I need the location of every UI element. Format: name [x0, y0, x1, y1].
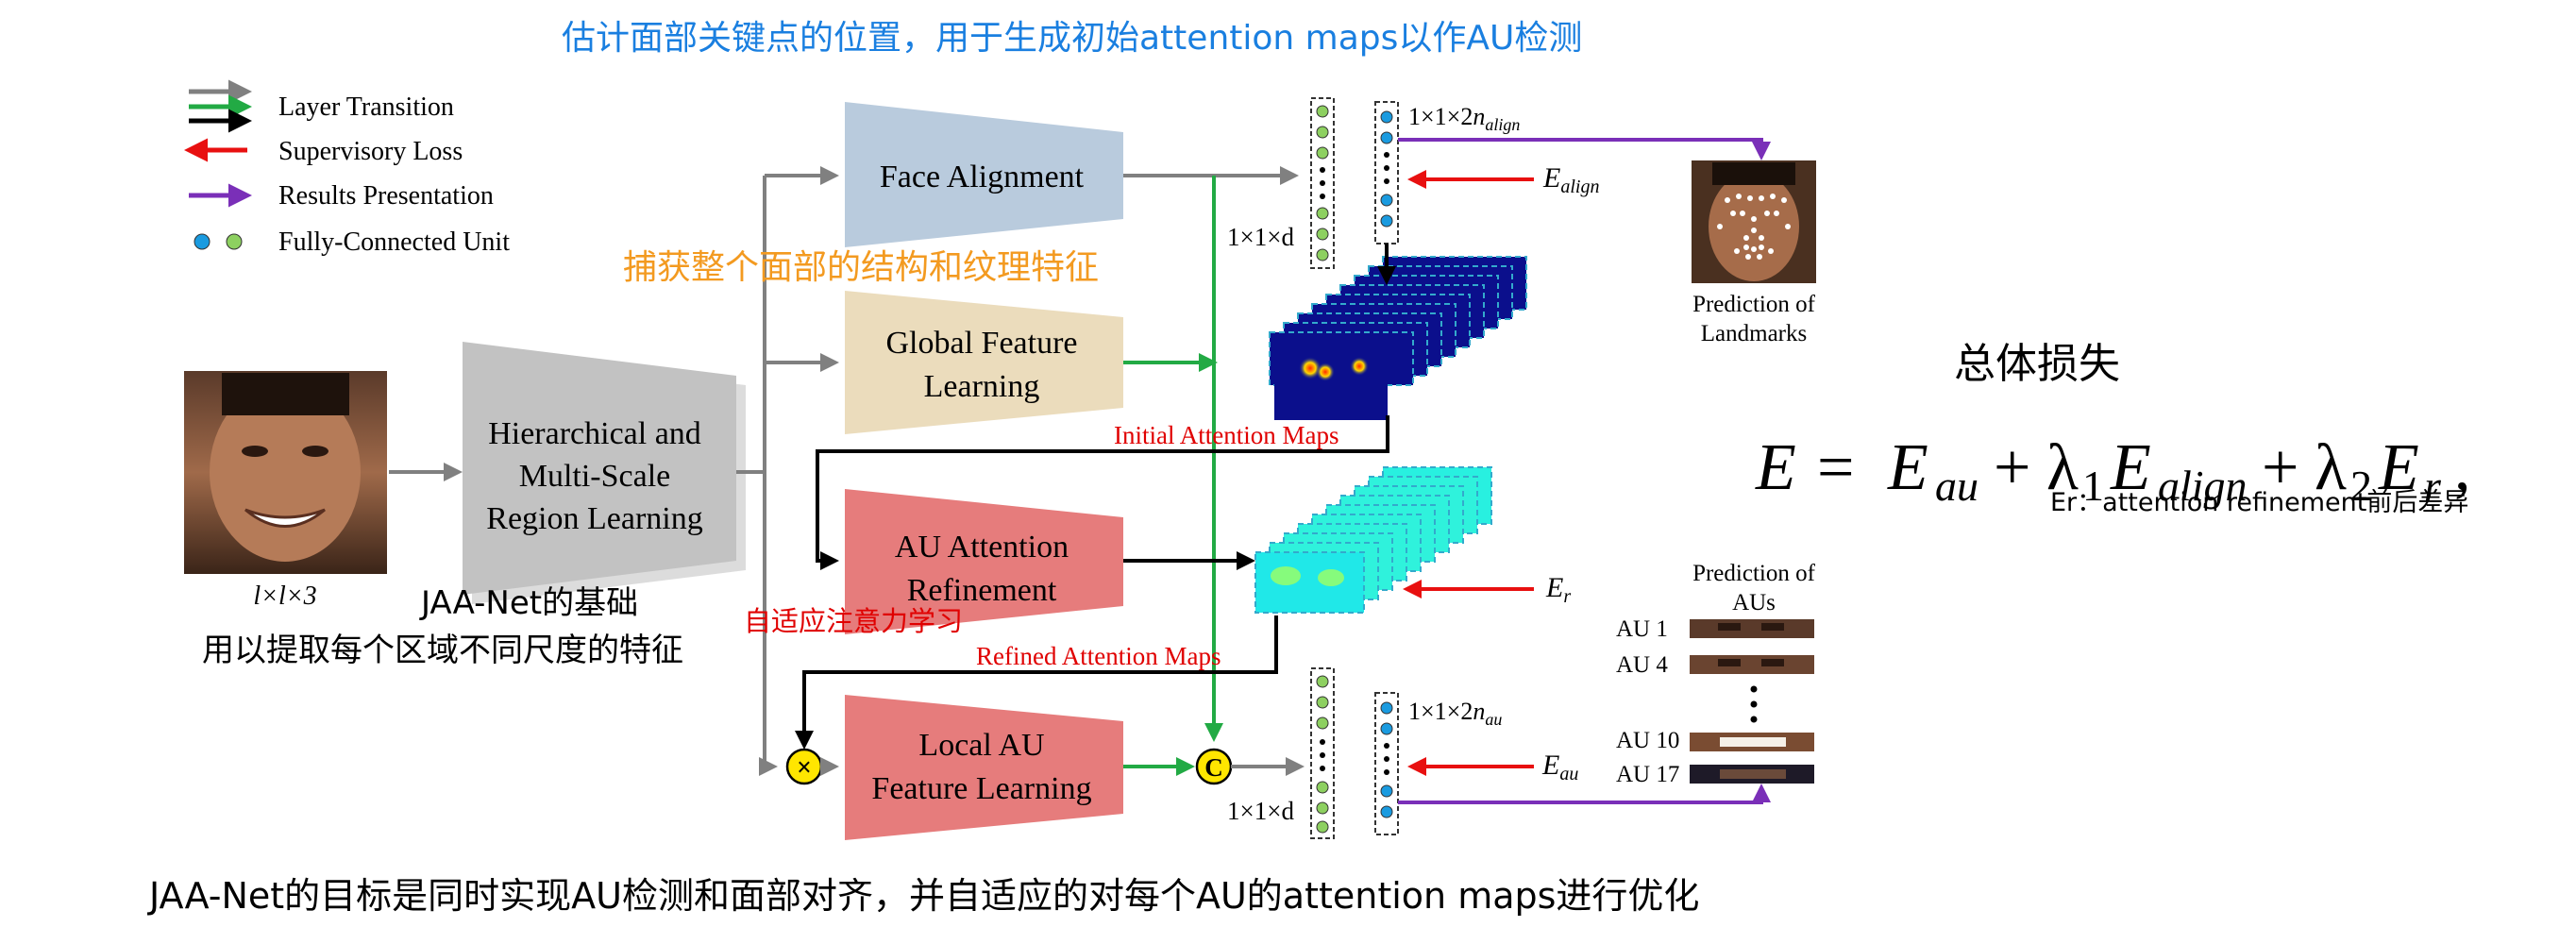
- au-crop-1: [1690, 619, 1814, 638]
- loss-e-align: Ealign: [1542, 162, 1599, 197]
- fc-align-label: 1×1×2nalign: [1408, 103, 1520, 134]
- hms-label-line2: Multi-Scale: [519, 459, 671, 494]
- loss-e-au-symbol: E: [1541, 750, 1559, 781]
- fc-align-sub: align: [1485, 115, 1520, 134]
- legend-supervisory-loss: Supervisory Loss: [278, 137, 463, 166]
- fc-au-prefix: 1×1×2: [1408, 698, 1473, 725]
- hms-label-line3: Region Learning: [486, 501, 702, 536]
- annotation-base-line2: 用以提取每个区域不同尺度的特征: [202, 632, 683, 669]
- au-attention-refinement-module: [845, 489, 1123, 634]
- total-loss-formula: E = E au + λ 1 E align + λ 2 E r ,: [1755, 431, 2471, 510]
- annotation-adaptive-attention: 自适应注意力学习: [744, 605, 963, 637]
- legend-layer-transition: Layer Transition: [278, 93, 454, 122]
- svg-text:align: align: [2158, 462, 2248, 510]
- annotation-base-line1: JAA-Net的基础: [419, 584, 638, 622]
- annotation-er-note: Er：attention refinement前后差异: [2050, 488, 2468, 517]
- au-label-4: AU 4: [1616, 652, 1668, 678]
- local-au-feature-learning-module: [845, 695, 1123, 840]
- svg-text:E: E: [2378, 431, 2419, 504]
- fc-column-bottom-blue: [1374, 692, 1399, 835]
- au-label-10: AU 10: [1616, 728, 1679, 753]
- au-label-1: AU 1: [1616, 616, 1668, 642]
- initial-attention-maps-stack: [1269, 256, 1527, 420]
- input-face-image: [184, 371, 387, 574]
- fc-column-top-blue: [1374, 101, 1399, 244]
- concat-symbol: C: [1204, 753, 1223, 782]
- fc-column-bottom-green: [1310, 667, 1335, 839]
- svg-text:E: E: [1887, 431, 1928, 504]
- svg-text:λ: λ: [2315, 431, 2347, 504]
- branch-connectors: [736, 166, 839, 776]
- global-feature-learning-module: [845, 291, 1123, 434]
- fc-bottom-d-label: 1×1×d: [1227, 797, 1294, 825]
- svg-text:λ: λ: [2046, 431, 2079, 504]
- loss-e-au-subscript: au: [1559, 764, 1578, 784]
- multiply-symbol: ×: [797, 753, 812, 783]
- hms-region-learning-module: [463, 342, 736, 595]
- fc-column-top-green: [1310, 97, 1335, 269]
- svg-text:E: E: [2110, 431, 2151, 504]
- au-ellipsis: [1750, 685, 1758, 723]
- legend-results-presentation: Results Presentation: [278, 181, 494, 211]
- svg-text:r: r: [2424, 462, 2442, 510]
- svg-text:1: 1: [2082, 462, 2104, 510]
- local-au-label-line2: Feature Learning: [871, 771, 1091, 806]
- loss-e-align-subscript: align: [1560, 177, 1599, 197]
- legend: Layer Transition Supervisory Loss Result…: [184, 79, 510, 257]
- input-size-label: l×l×3: [253, 582, 316, 611]
- annotation-total-loss: 总体损失: [1954, 340, 2120, 388]
- landmarks-caption-line1: Prediction of: [1692, 292, 1816, 317]
- au-attention-label-line1: AU Attention: [895, 530, 1069, 565]
- svg-text:+: +: [2262, 431, 2298, 504]
- initial-attention-maps-label: Initial Attention Maps: [1114, 421, 1339, 449]
- svg-text:2: 2: [2350, 462, 2372, 510]
- annotation-top-blue: 估计面部关键点的位置，用于生成初始attention maps以作AU检测: [562, 19, 1582, 58]
- face-alignment-module: [845, 102, 1123, 247]
- aus-caption-line1: Prediction of: [1692, 561, 1816, 586]
- legend-fc-unit: Fully-Connected Unit: [278, 228, 510, 257]
- fc-align-prefix: 1×1×2: [1408, 103, 1473, 130]
- loss-e-r-subscript: r: [1563, 586, 1571, 607]
- au-crop-4: [1690, 655, 1814, 674]
- fc-au-sub: au: [1485, 710, 1502, 729]
- global-feature-label-line2: Learning: [924, 369, 1040, 404]
- aus-caption-line2: AUs: [1732, 590, 1776, 615]
- svg-text:au: au: [1935, 462, 1978, 510]
- landmark-prediction-image: [1692, 160, 1816, 283]
- hms-label-line1: Hierarchical and: [488, 416, 701, 451]
- au-attention-label-line2: Refinement: [907, 573, 1057, 608]
- svg-text:E: E: [1755, 431, 1796, 504]
- loss-e-au: Eau: [1541, 750, 1578, 784]
- annotation-orange: 捕获整个面部的结构和纹理特征: [623, 248, 1099, 287]
- annotation-bottom-goal: JAA-Net的目标是同时实现AU检测和面部对齐，并自适应的对每个AU的atte…: [147, 875, 1699, 917]
- fc-au-n: n: [1473, 698, 1485, 725]
- fc-au-label: 1×1×2nau: [1408, 698, 1502, 729]
- svg-text:=: =: [1817, 431, 1854, 504]
- refined-attention-maps-label: Refined Attention Maps: [976, 642, 1221, 670]
- refined-attention-maps-stack: [1254, 466, 1492, 614]
- face-alignment-label: Face Alignment: [880, 160, 1085, 194]
- fc-align-n: n: [1473, 103, 1485, 130]
- global-feature-label-line1: Global Feature: [886, 326, 1078, 361]
- au-label-17: AU 17: [1616, 762, 1679, 787]
- landmarks-caption-line2: Landmarks: [1701, 321, 1807, 346]
- loss-e-align-symbol: E: [1542, 162, 1560, 194]
- svg-text:+: +: [1994, 431, 2030, 504]
- fc-top-d-label: 1×1×d: [1227, 223, 1294, 251]
- local-au-label-line1: Local AU: [918, 728, 1044, 763]
- loss-e-r-symbol: E: [1545, 572, 1563, 603]
- svg-text:,: ,: [2454, 431, 2471, 504]
- loss-e-r: Er: [1545, 572, 1571, 607]
